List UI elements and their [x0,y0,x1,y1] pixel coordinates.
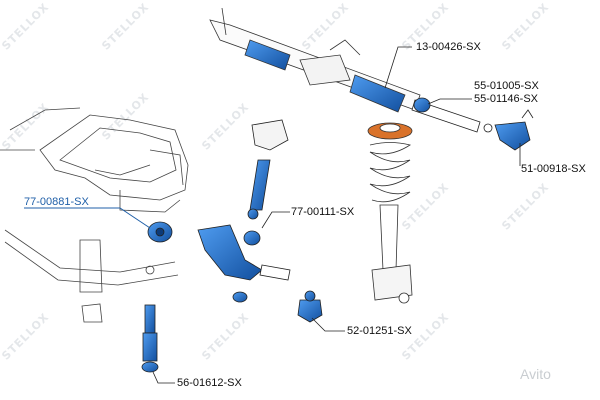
part-label-stabilizer-link[interactable]: 56-01612-SX [177,377,242,389]
avito-logo: Avito [520,366,551,382]
part-label-inner-tie-rod-b[interactable]: 55-01146-SX [474,93,539,105]
bushing-leader-line [24,207,151,229]
ball-joint [297,290,323,323]
strut-assembly [367,122,413,304]
part-label-tie-rod-end[interactable]: 51-00918-SX [521,163,586,175]
stabilizer-link [141,304,159,373]
part-label-steering-rack[interactable]: 13-00426-SX [416,41,481,53]
bushing [147,221,173,243]
part-label-ball-joint[interactable]: 52-01251-SX [347,325,412,337]
tie-rod-assembly [411,97,534,151]
subframe-outline [0,107,189,213]
steering-rack [209,7,421,113]
lower-control-arm [197,224,291,303]
part-label-control-arm[interactable]: 77-00111-SX [291,206,355,218]
stabilizer-bar [4,229,179,323]
part-label-inner-tie-rod-a[interactable]: 55-01005-SX [474,80,539,92]
part-label-bushing[interactable]: 77-00881-SX [24,196,89,208]
upper-control-link [243,119,289,246]
leader-lines [152,46,521,384]
